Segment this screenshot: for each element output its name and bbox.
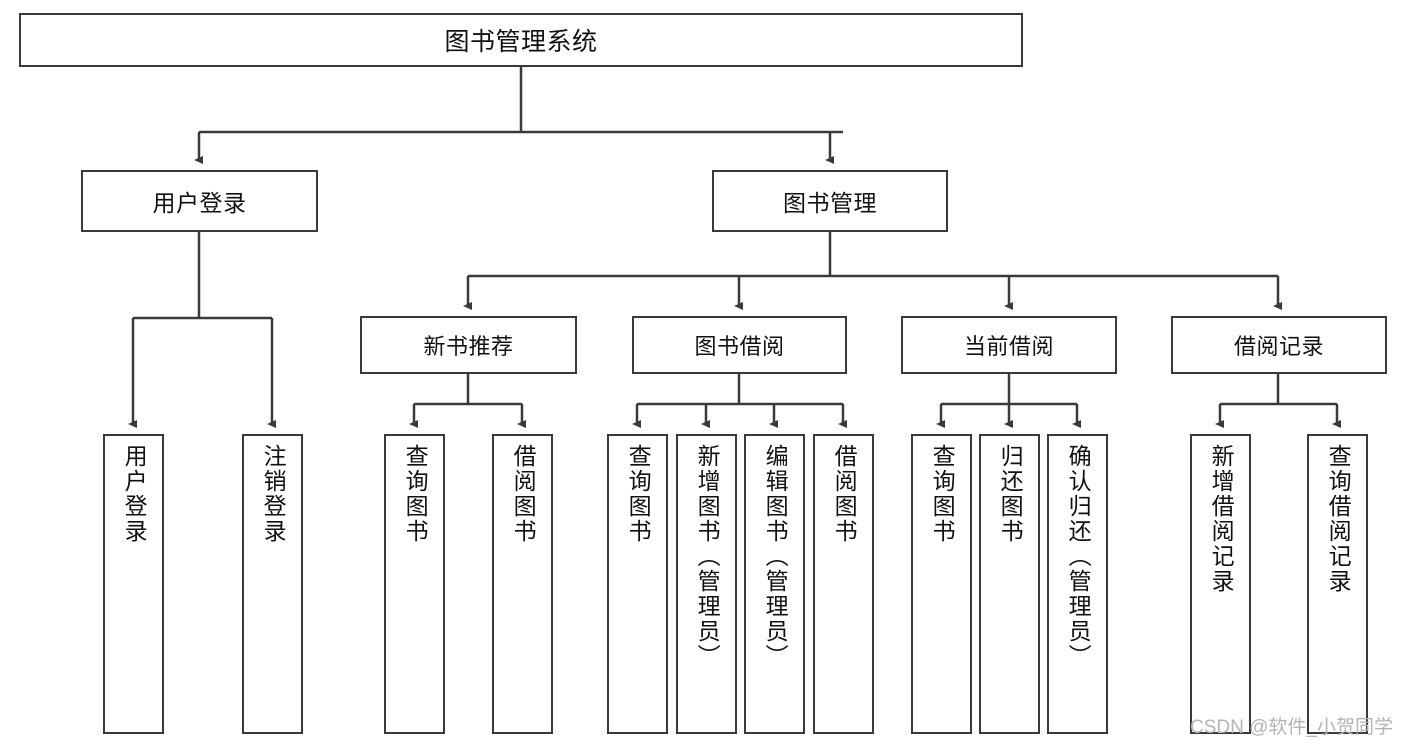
leaf-borrow-book-2[interactable]: 借阅图书 — [813, 434, 874, 734]
node-user-login-label: 用户登录 — [152, 190, 247, 216]
leaf-add-book-label: 新增图书（管理员） — [694, 444, 721, 669]
node-current-borrow[interactable]: 当前借阅 — [901, 316, 1117, 374]
node-book-manage-label: 图书管理 — [783, 190, 877, 216]
node-new-book-recommend[interactable]: 新书推荐 — [360, 316, 577, 374]
leaf-confirm-return-label: 确认归还（管理员） — [1065, 444, 1092, 669]
leaf-query-book-1[interactable]: 查询图书 — [384, 434, 445, 734]
leaf-query-book-3-label: 查询图书 — [929, 444, 956, 544]
leaf-query-book-2-label: 查询图书 — [625, 444, 652, 544]
leaf-borrow-book-2-label: 借阅图书 — [831, 444, 858, 544]
leaf-user-logout-label: 注销登录 — [260, 444, 287, 544]
node-root[interactable]: 图书管理系统 — [19, 13, 1023, 67]
node-user-login[interactable]: 用户登录 — [81, 170, 318, 232]
leaf-add-record-label: 新增借阅记录 — [1208, 444, 1235, 594]
leaf-edit-book[interactable]: 编辑图书（管理员） — [744, 434, 805, 734]
node-new-book-recommend-label: 新书推荐 — [423, 334, 514, 359]
watermark-text: CSDN @软件_小贺同学 — [1190, 717, 1393, 738]
node-root-label: 图书管理系统 — [444, 28, 598, 56]
leaf-confirm-return[interactable]: 确认归还（管理员） — [1047, 434, 1108, 734]
leaf-return-book-label: 归还图书 — [997, 444, 1024, 544]
node-borrow-record-label: 借阅记录 — [1233, 334, 1324, 359]
leaf-edit-book-label: 编辑图书（管理员） — [762, 444, 789, 669]
leaf-query-book-3[interactable]: 查询图书 — [911, 434, 972, 734]
leaf-user-login-label: 用户登录 — [121, 444, 148, 544]
leaf-return-book[interactable]: 归还图书 — [979, 434, 1040, 734]
leaf-query-record[interactable]: 查询借阅记录 — [1307, 434, 1368, 734]
node-book-manage[interactable]: 图书管理 — [712, 170, 948, 232]
node-book-borrow-label: 图书借阅 — [694, 334, 785, 359]
leaf-user-login[interactable]: 用户登录 — [103, 434, 164, 734]
node-borrow-record[interactable]: 借阅记录 — [1171, 316, 1387, 374]
node-book-borrow[interactable]: 图书借阅 — [632, 316, 847, 374]
leaf-borrow-book-1[interactable]: 借阅图书 — [492, 434, 553, 734]
leaf-user-logout[interactable]: 注销登录 — [242, 434, 303, 734]
leaf-borrow-book-1-label: 借阅图书 — [510, 444, 537, 544]
node-current-borrow-label: 当前借阅 — [963, 334, 1054, 359]
leaf-query-record-label: 查询借阅记录 — [1325, 444, 1352, 594]
leaf-query-book-2[interactable]: 查询图书 — [607, 434, 668, 734]
leaf-add-record[interactable]: 新增借阅记录 — [1190, 434, 1251, 734]
leaf-query-book-1-label: 查询图书 — [402, 444, 429, 544]
leaf-add-book[interactable]: 新增图书（管理员） — [676, 434, 737, 734]
